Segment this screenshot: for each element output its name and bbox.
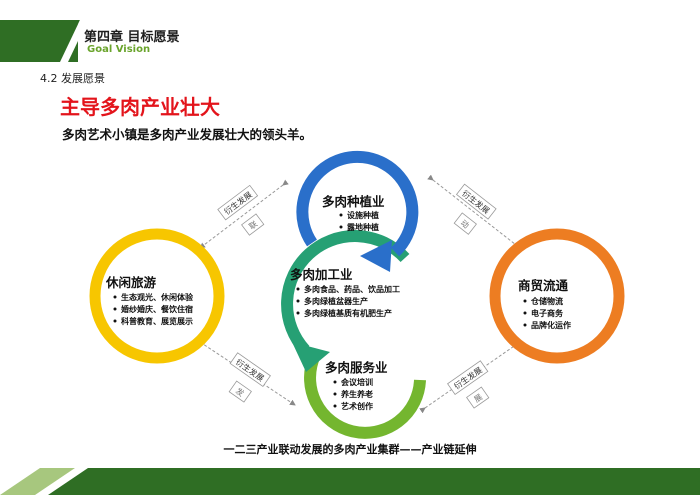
page-subtitle: 多肉艺术小镇是多肉产业发展壮大的领头羊。 (62, 127, 313, 142)
tourism-item-3: 科普教育、展览展示 (121, 316, 193, 326)
circle-processing: 多肉加工业 多肉食品、药品、饮品加工 多肉绿植盆器生产 多肉绿植基质有机肥生产 (281, 230, 410, 372)
service-item-3: 艺术创作 (341, 401, 373, 411)
connector-tag-top-left: 衍生发展 联 (217, 184, 265, 236)
connector-tag-bottom-right: 衍生发展 展 (447, 360, 490, 409)
industry-cycle-diagram: 衍生发展 联 衍生发展 动 衍生发展 发 衍生发展 (89, 150, 625, 439)
diagram-caption: 一二三产业联动发展的多肉产业集群——产业链延伸 (223, 443, 477, 456)
processing-item-2: 多肉绿植盆器生产 (304, 296, 368, 306)
trade-title: 商贸流通 (518, 278, 569, 293)
ring-processing (281, 230, 410, 355)
processing-item-3: 多肉绿植基质有机肥生产 (304, 308, 392, 318)
connector-tag-bottom-right-char: 展 (472, 392, 484, 404)
ring-trade (489, 228, 625, 364)
chapter-title: 第四章 目标愿景 (84, 30, 180, 45)
trade-item-3: 品牌化运作 (531, 320, 571, 330)
service-item-1: 会议培训 (341, 377, 373, 387)
arrowhead-processing (292, 342, 330, 372)
planting-item-2: 露地种植 (347, 222, 379, 232)
circle-planting: 多肉种植业 设施种植 露地种植 (296, 150, 419, 272)
tourism-item-1: 生态观光、休闲体验 (121, 292, 194, 302)
service-item-2: 养生养老 (340, 389, 373, 399)
section-label: 4.2 发展愿景 (40, 72, 105, 85)
processing-item-1: 多肉食品、药品、饮品加工 (304, 284, 400, 294)
ring-tourism (89, 228, 225, 364)
footer-bar (0, 468, 700, 495)
planting-title: 多肉种植业 (322, 194, 385, 209)
connector-tag-bottom-left: 衍生发展 发 (228, 352, 271, 403)
tourism-title: 休闲旅游 (105, 275, 157, 290)
trade-item-2: 电子商务 (531, 308, 564, 318)
processing-title: 多肉加工业 (290, 267, 353, 282)
ring-service (304, 352, 426, 439)
chapter-subtitle: Goal Vision (87, 44, 151, 55)
planting-item-1: 设施种植 (347, 210, 379, 220)
circle-tourism: 休闲旅游 生态观光、休闲体验 婚纱婚庆、餐饮住宿 科普教育、展览展示 (89, 228, 225, 364)
circle-trade: 商贸流通 仓储物流 电子商务 品牌化运作 (489, 228, 625, 364)
arrowhead-planting (360, 240, 392, 272)
connector-tag-top-left-char: 联 (247, 219, 259, 231)
page-heading: 主导多肉产业壮大 (60, 95, 220, 119)
service-title: 多肉服务业 (325, 360, 388, 375)
connector-line-top-left (199, 179, 289, 249)
tourism-item-2: 婚纱婚庆、餐饮住宿 (121, 304, 193, 314)
connector-tag-top-right: 衍生发展 动 (453, 183, 497, 235)
ring-planting (296, 150, 419, 257)
header-accent-shape (0, 20, 88, 62)
circle-service: 多肉服务业 会议培训 养生养老 艺术创作 (304, 352, 426, 439)
connector-line-top-right (427, 174, 521, 249)
trade-item-1: 仓储物流 (530, 296, 563, 306)
